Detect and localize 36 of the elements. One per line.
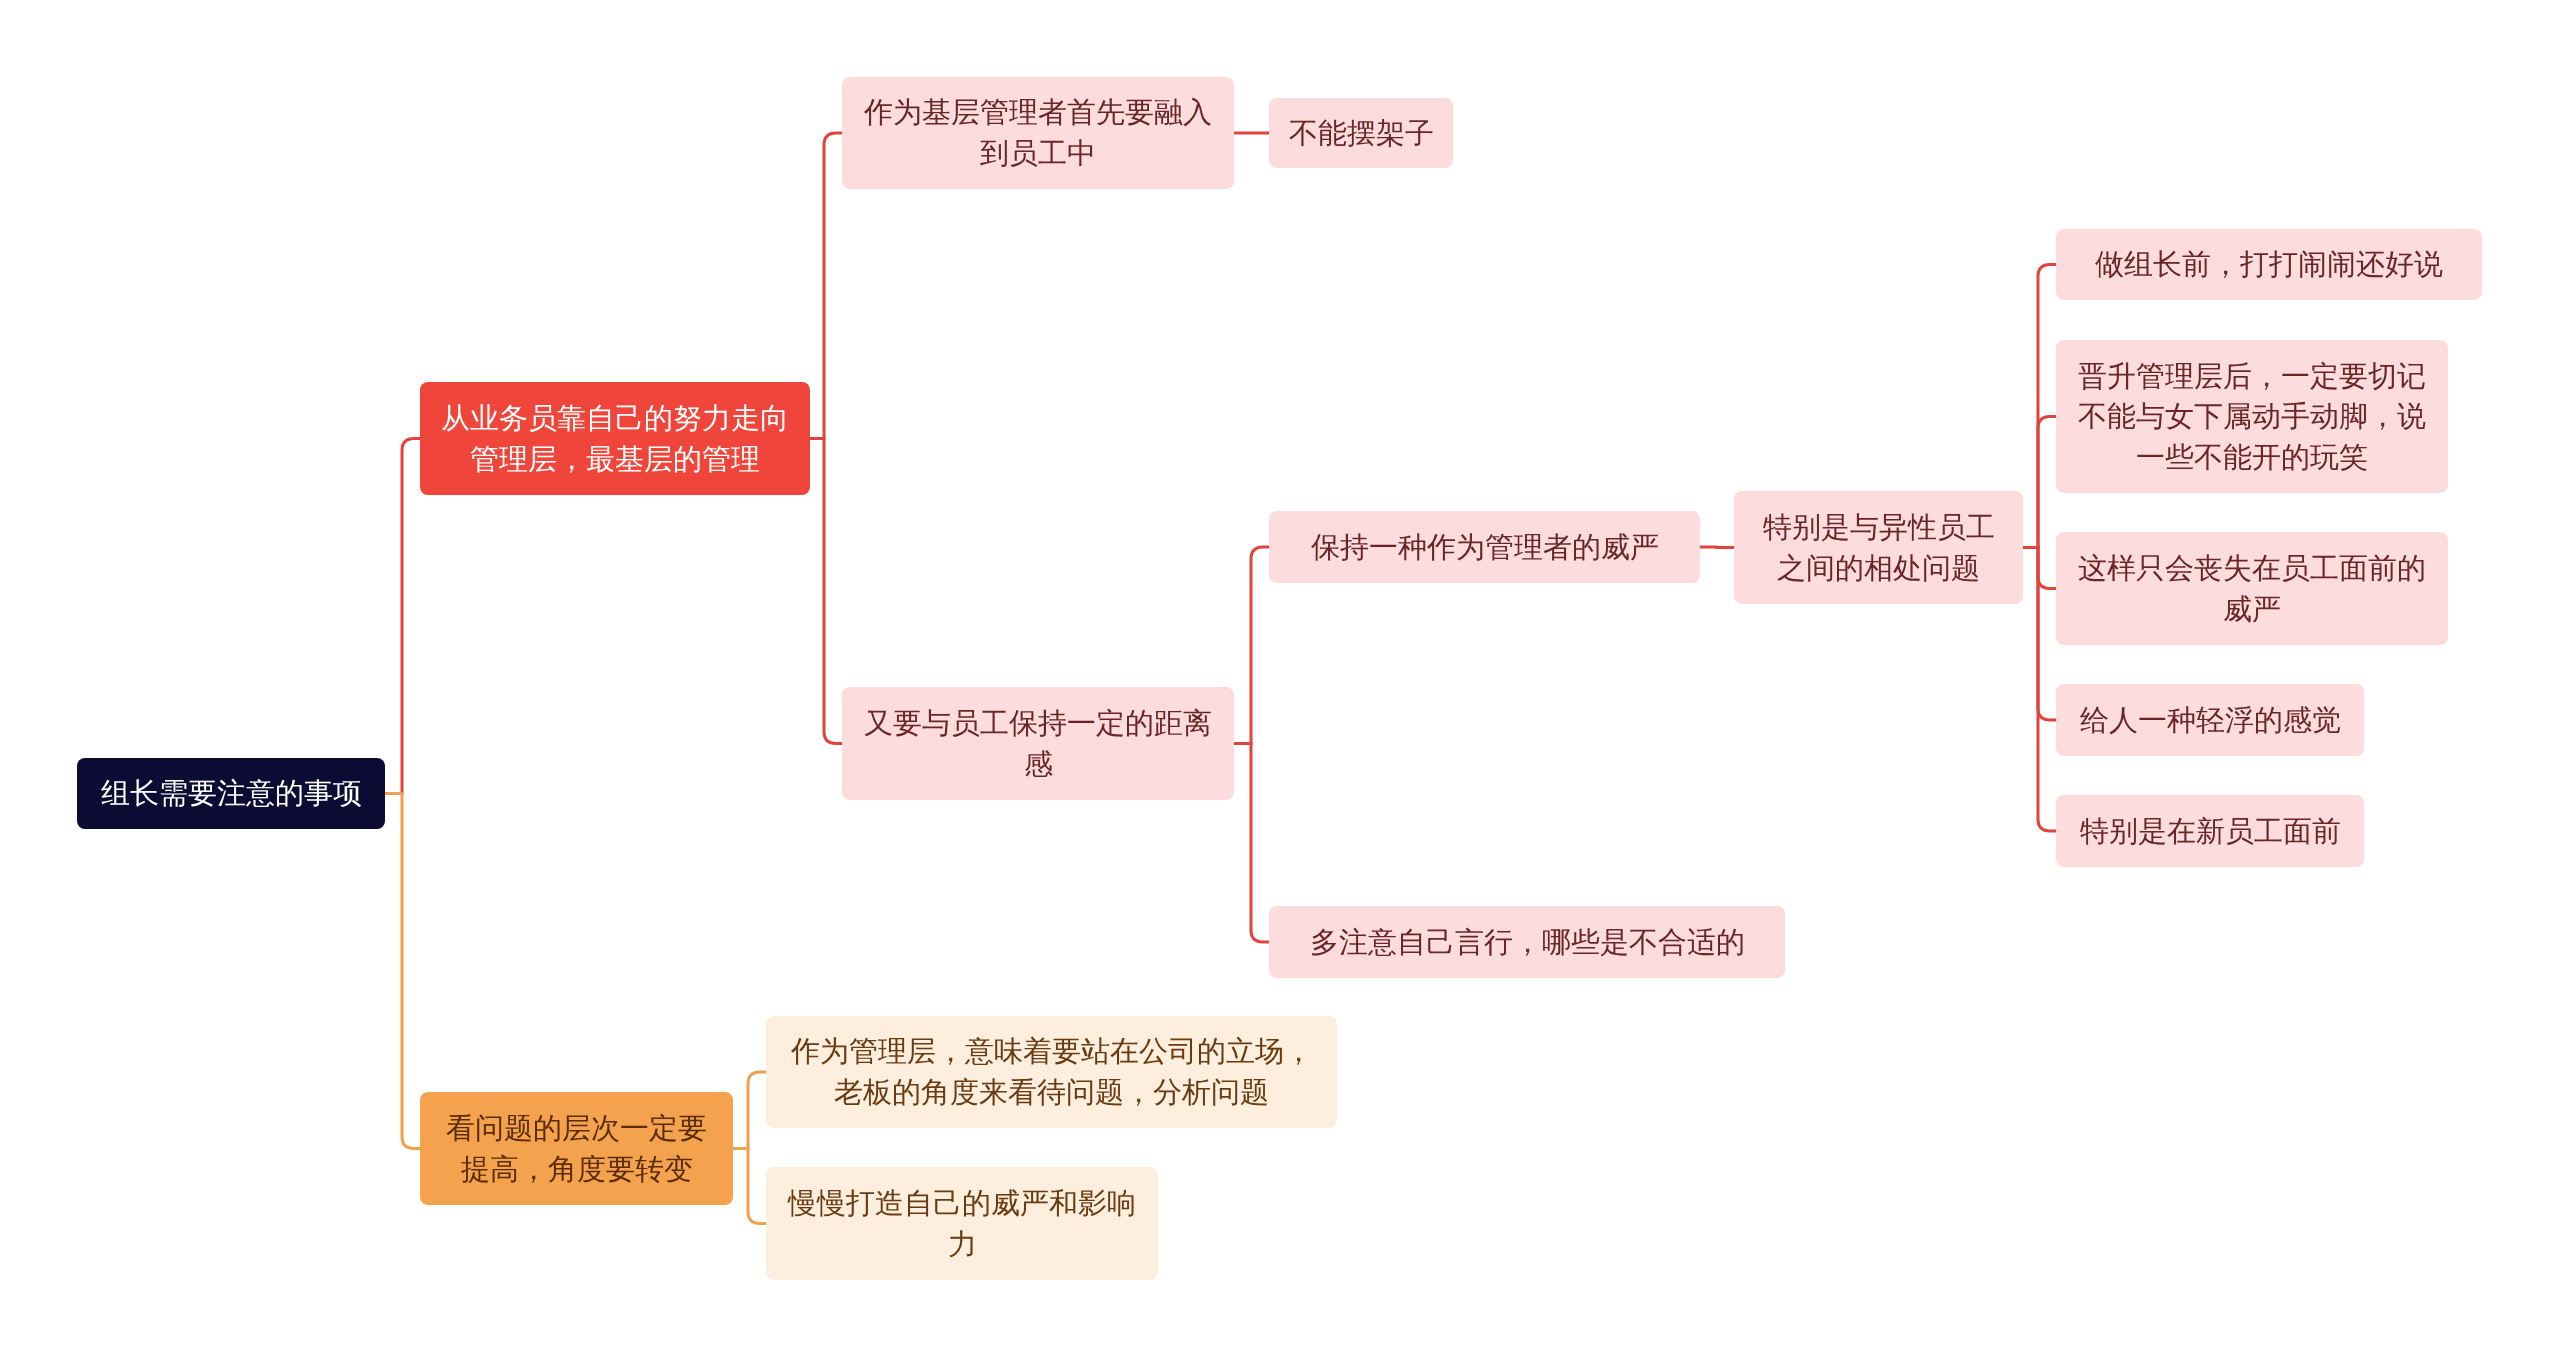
connector-line bbox=[733, 1147, 766, 1225]
topic-box bbox=[1269, 906, 1785, 978]
topic-box bbox=[842, 687, 1234, 800]
topic-text: 给人一种轻浮的感觉 bbox=[2079, 701, 2341, 739]
topic-box bbox=[1269, 98, 1453, 168]
topic-text: 做组长前，打打闹闹还好说 bbox=[2095, 246, 2443, 284]
topic-text: 特别是在新员工面前 bbox=[2079, 812, 2341, 850]
topic-text: 慢慢打造自己的威严和影响力 bbox=[786, 1184, 1137, 1263]
topic-text: 从业务员靠自己的努力走向管理层，最基层的管理 bbox=[440, 399, 790, 478]
topic-box bbox=[1269, 511, 1700, 583]
topic-box bbox=[766, 1016, 1337, 1128]
topic-box bbox=[842, 77, 1234, 189]
topic-box bbox=[1734, 491, 2023, 604]
topic-text: 组长需要注意的事项 bbox=[100, 775, 362, 813]
topic-text: 作为管理层，意味着要站在公司的立场，老板的角度来看待问题，分析问题 bbox=[789, 1033, 1314, 1111]
topic-text: 保持一种作为管理者的威严 bbox=[1310, 528, 1659, 566]
topic-text: 这样只会丧失在员工面前的威严 bbox=[2077, 549, 2427, 628]
topic-text: 不能摆架子 bbox=[1288, 114, 1434, 152]
topic-box bbox=[766, 1167, 1158, 1280]
topic-text: 又要与员工保持一定的距离感 bbox=[863, 704, 1213, 783]
topic-box bbox=[2056, 532, 2448, 645]
topic-text: 多注意自己言行，哪些是不合适的 bbox=[1309, 923, 1745, 961]
topic-box bbox=[2056, 795, 2364, 867]
connector-line bbox=[1700, 545, 1734, 549]
topic-text: 晋升管理层后，一定要切记不能与女下属动手动脚，说一些不能开的玩笑 bbox=[2077, 357, 2427, 476]
topic-box bbox=[2056, 229, 2482, 300]
topic-text: 作为基层管理者首先要融入到员工中 bbox=[863, 94, 1213, 172]
branch-box bbox=[420, 382, 810, 495]
topic-text: 特别是与异性员工之间的相处问题 bbox=[1761, 508, 1996, 587]
topic-box bbox=[2056, 340, 2448, 493]
topic-box bbox=[77, 758, 385, 829]
topic-text: 看问题的层次一定要提高，角度要转变 bbox=[445, 1109, 708, 1188]
branch-box bbox=[420, 1092, 733, 1205]
connector-line bbox=[385, 792, 420, 1150]
connector-line bbox=[1234, 131, 1269, 135]
topic-box bbox=[2056, 684, 2364, 756]
